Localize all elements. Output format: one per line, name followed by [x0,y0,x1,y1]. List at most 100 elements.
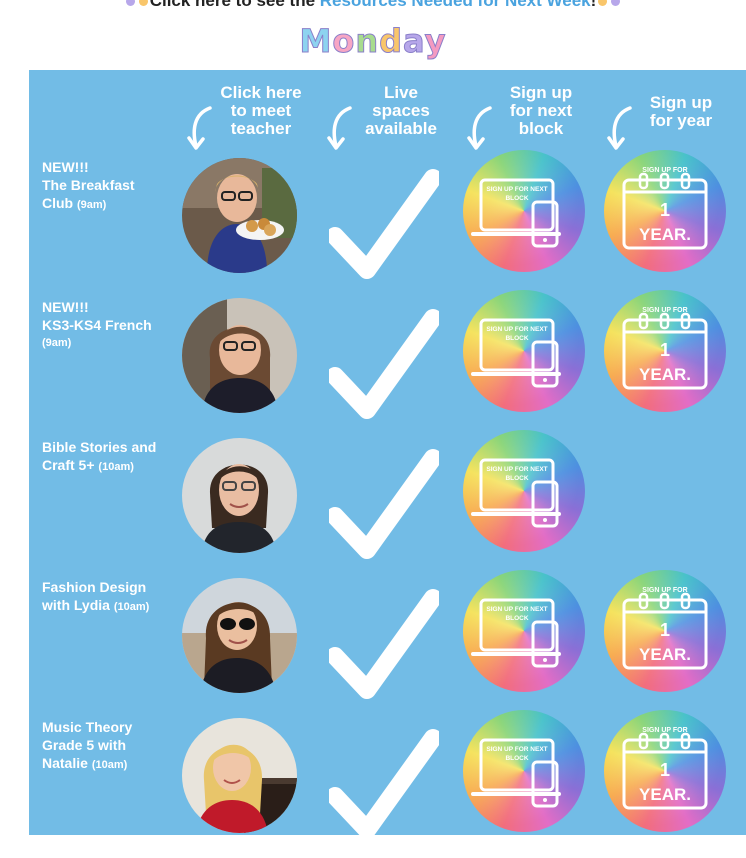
dot-icon [611,0,621,7]
teacher-photo[interactable] [182,158,297,273]
button-text: SIGN UP FOR [642,167,687,174]
teacher-photo[interactable] [182,578,297,693]
button-text: SIGN UP FOR [642,727,687,734]
button-text: BLOCK [505,335,528,342]
class-name-line: Grade 5 with [42,737,127,753]
button-text: BLOCK [505,755,528,762]
button-text: 1 [660,620,670,640]
header-meet-teacher: Click here to meet teacher [182,84,312,150]
class-name: NEW!!! KS3-KS4 French (9am) [42,298,182,352]
checkmark-icon [329,449,439,559]
class-name-line: Natalie [42,755,88,771]
teacher-photo-image [182,158,297,273]
header-next-block: Sign up for next block [462,84,592,150]
sign-up-next-block-button[interactable]: SIGN UP FOR NEXT BLOCK [463,290,585,412]
button-text: BLOCK [505,475,528,482]
teacher-photo-image [182,718,297,833]
sign-up-next-block-button[interactable]: SIGN UP FOR NEXT BLOCK [463,710,585,832]
class-name-line: NEW!!! [42,159,89,175]
button-text: YEAR. [639,645,691,664]
class-time: (9am) [77,199,107,211]
class-name-line: Music Theory [42,719,133,735]
resources-link[interactable]: Resources Needed for Next Week [319,0,591,10]
class-time: (10am) [98,461,134,473]
class-name-line: Craft 5+ [42,457,95,473]
button-text: SIGN UP FOR NEXT [486,326,547,333]
header-line: teacher [230,119,292,138]
class-name: NEW!!! The Breakfast Club (9am) [42,158,182,214]
class-name-line: Bible Stories and [42,439,157,455]
header-line: to meet [230,101,292,120]
day-title: Monday [0,22,746,61]
calendar-icon: SIGN UP FOR 1 YEAR. [622,727,708,810]
sign-up-next-block-button[interactable]: SIGN UP FOR NEXT BLOCK [463,430,585,552]
day-title-letter: M [299,22,333,61]
header-line: for next [509,101,573,120]
day-title-letter: o [332,22,356,61]
button-text: SIGN UP FOR [642,587,687,594]
class-name-line: KS3-KS4 French [42,317,152,333]
resources-link-suffix: ! [590,0,597,10]
button-text: 1 [660,760,670,780]
header-line: available [365,119,437,138]
calendar-icon: SIGN UP FOR 1 YEAR. [622,167,708,250]
header-line: Live [383,83,419,102]
laptop-phone-icon: SIGN UP FOR NEXT BLOCK [471,178,561,248]
sign-up-next-block-button[interactable]: SIGN UP FOR NEXT BLOCK [463,150,585,272]
calendar-icon: SIGN UP FOR 1 YEAR. [622,587,708,670]
teacher-photo[interactable] [182,718,297,833]
header-line: Sign up [649,93,713,112]
button-text: YEAR. [639,365,691,384]
button-text: 1 [660,340,670,360]
button-text: SIGN UP FOR NEXT [486,606,547,613]
header-line: for year [649,111,713,130]
resources-link-line[interactable]: Click here to see the Resources Needed f… [0,0,746,11]
sign-up-next-block-button[interactable]: SIGN UP FOR NEXT BLOCK [463,570,585,692]
dot-icon [138,0,148,7]
checkmark-icon [329,729,439,839]
button-text: BLOCK [505,195,528,202]
sign-up-year-button[interactable]: SIGN UP FOR 1 YEAR. [604,710,726,832]
teacher-photo-image [182,578,297,693]
sign-up-year-button[interactable]: SIGN UP FOR 1 YEAR. [604,290,726,412]
header-line: Click here [220,83,302,102]
teacher-photo[interactable] [182,298,297,413]
class-row-breakfast-club: NEW!!! The Breakfast Club (9am) [29,150,746,298]
day-title-letter: a [403,22,425,61]
timetable-panel: Click here to meet teacher Live spaces a… [29,70,746,839]
calendar-icon: SIGN UP FOR 1 YEAR. [622,307,708,390]
laptop-phone-icon: SIGN UP FOR NEXT BLOCK [471,738,561,808]
button-text: YEAR. [639,225,691,244]
curved-arrow-icon [607,106,632,150]
button-text: SIGN UP FOR NEXT [486,746,547,753]
curved-arrow-icon [187,106,212,150]
class-time: (10am) [91,759,128,771]
checkmark-icon [329,309,439,419]
laptop-phone-icon: SIGN UP FOR NEXT BLOCK [471,598,561,668]
class-row-fashion-design: Fashion Design with Lydia (10am) [29,570,746,718]
sign-up-year-button[interactable]: SIGN UP FOR 1 YEAR. [604,570,726,692]
header-line: Sign up [509,83,573,102]
teacher-photo[interactable] [182,438,297,553]
button-text: SIGN UP FOR [642,307,687,314]
button-text: YEAR. [639,785,691,804]
class-name-line: Club [42,195,74,211]
button-text: SIGN UP FOR NEXT [486,466,547,473]
class-time: (10am) [113,601,150,613]
class-row-ks3-ks4-french: NEW!!! KS3-KS4 French (9am) [29,290,746,438]
day-title-letter: d [379,22,404,61]
class-time: (9am) [42,337,72,349]
class-name: Music Theory Grade 5 with Natalie (10am) [42,718,182,774]
day-title-letter: n [355,22,380,61]
class-name: Bible Stories and Craft 5+ (10am) [42,438,182,476]
teacher-photo-image [182,298,297,413]
laptop-phone-icon: SIGN UP FOR NEXT BLOCK [471,318,561,388]
sign-up-year-button[interactable]: SIGN UP FOR 1 YEAR. [604,150,726,272]
button-text: BLOCK [505,615,528,622]
curved-arrow-icon [327,106,352,150]
header-line: block [518,119,564,138]
header-live-spaces: Live spaces available [322,84,452,150]
class-row-music-theory: Music Theory Grade 5 with Natalie (10am) [29,710,746,858]
class-name: Fashion Design with Lydia (10am) [42,578,182,616]
teacher-photo-image [182,438,297,553]
